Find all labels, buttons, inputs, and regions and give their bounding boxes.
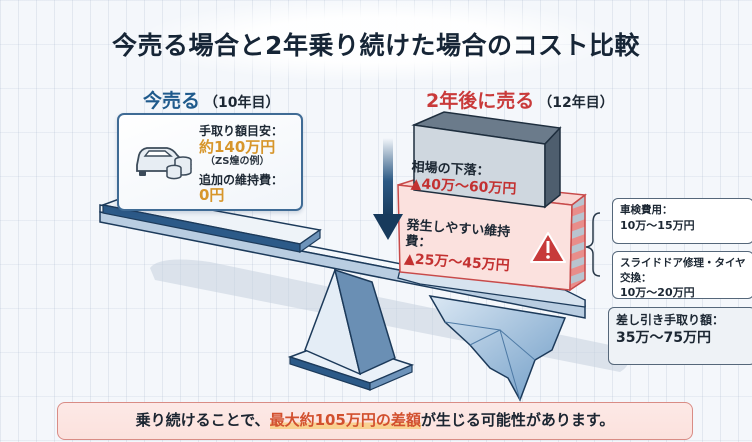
sell-now-card: 手取り額目安： 約140万円 （ZS煌の例） 追加の維持費： 0円 [117,113,303,211]
title-glow [150,0,602,80]
takehome-label: 手取り額目安： [199,124,284,138]
iceberg-hidden-costs [428,295,567,402]
extra-maintenance-label: 追加の維持費： [199,172,284,187]
repair-cost-value: 10万～20万円 [620,286,695,300]
sell-now-year: （10年目） [204,95,280,111]
market-drop-block [411,111,562,209]
sell-later-label: 2年後に売る [426,90,535,112]
takehome-value: 約140万円 [199,137,276,156]
extra-maintenance-value: 0円 [199,186,225,205]
fulcrum [287,267,415,391]
net-takehome-value: 35万～75万円 [616,329,711,346]
inspection-cost-card: 車検費用： 10万～15万円 [612,198,752,244]
banner-highlight: 最大約105万円の差額 [269,411,421,429]
warning-icon [530,232,566,263]
sell-now-heading: 今売る（10年目） [143,86,280,113]
maintenance-cost-text: 発生しやすい維持費： ▲25万～45万円 [404,218,527,276]
repair-cost-card: スライドドア修理・タイヤ交換： 10万～20万円 [612,251,752,299]
down-arrow-icon [373,138,403,240]
inspection-cost-value: 10万～15万円 [620,218,695,232]
net-takehome-card: 差し引き手取り額： 35万～75万円 [608,307,752,365]
sell-later-year: （12年目） [538,95,614,111]
repair-cost-label: スライドドア修理・タイヤ交換： [620,257,746,284]
banner-prefix: 乗り続けることで、 [135,411,270,429]
net-takehome-label: 差し引き手取り額： [616,313,725,327]
inspection-cost-label: 車検費用： [620,204,673,216]
car-with-coins-icon [136,147,192,180]
page-title: 今売る場合と2年乗り続けた場合のコスト比較 [112,31,640,60]
sell-now-label: 今売る [143,90,201,112]
banner-suffix: が生じる可能性があります。 [420,411,615,429]
sell-later-heading: 2年後に売る（12年目） [426,86,614,113]
market-drop-text: 相場の下落： ▲40万～60万円 [410,160,522,198]
takehome-note: （ZS煌の例） [205,156,270,168]
brace-connector [585,212,601,277]
conclusion-banner: 乗り続けることで、最大約105万円の差額が生じる可能性があります。 [57,402,693,440]
